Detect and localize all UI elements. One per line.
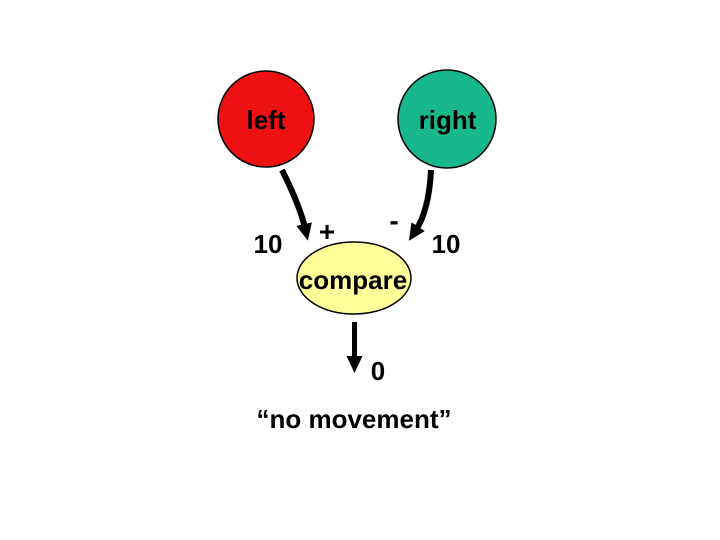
left-value-label: 10 xyxy=(253,229,283,259)
compare-ellipse xyxy=(296,241,412,315)
left-circle-label: left xyxy=(246,105,286,135)
right-value-label: 10 xyxy=(431,229,461,259)
right-circle xyxy=(397,69,497,169)
plus-sign-label: + xyxy=(318,216,336,247)
result-caption: “no movement” xyxy=(256,404,452,434)
right-to-compare-arrow xyxy=(408,169,434,241)
compare-ellipse-label: compare xyxy=(298,265,408,295)
minus-sign-label: - xyxy=(389,205,399,236)
left-to-compare-arrow xyxy=(279,168,312,241)
result-value-label: 0 xyxy=(370,356,386,386)
right-circle-label: right xyxy=(418,105,477,135)
left-circle xyxy=(217,70,315,168)
